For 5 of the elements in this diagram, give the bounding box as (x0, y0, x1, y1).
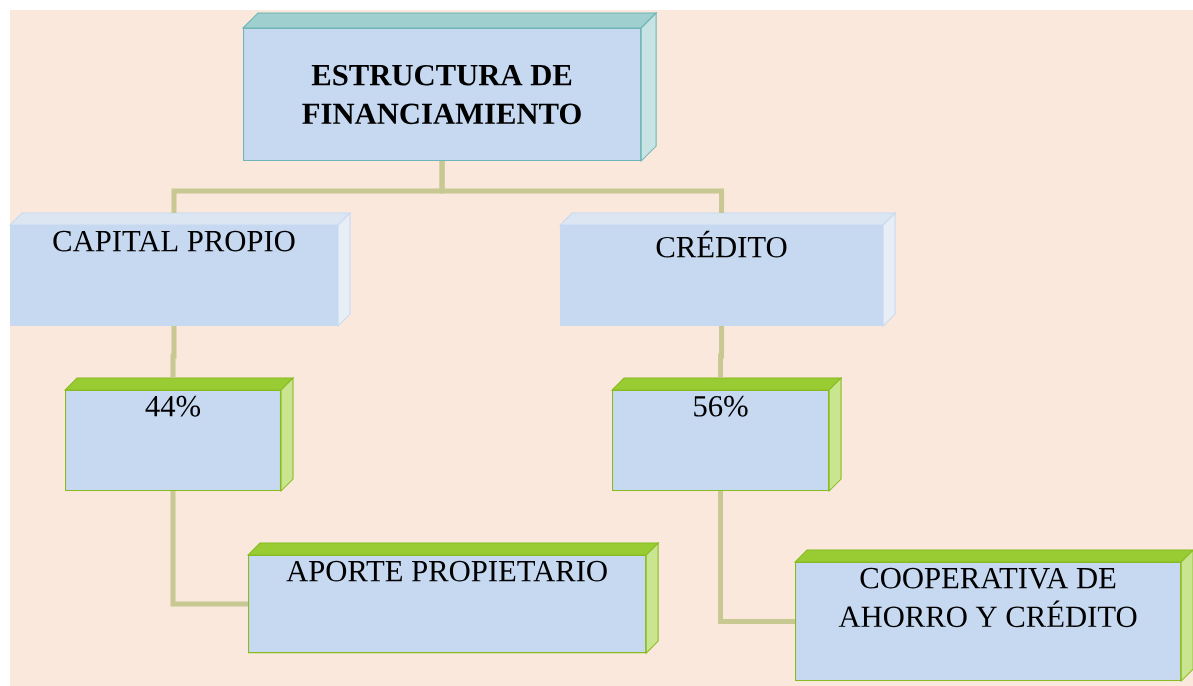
connector-line (170, 326, 177, 378)
connector-line (718, 326, 725, 378)
connector-line (439, 161, 725, 213)
connector-line (170, 491, 248, 607)
connector-line (718, 491, 795, 625)
